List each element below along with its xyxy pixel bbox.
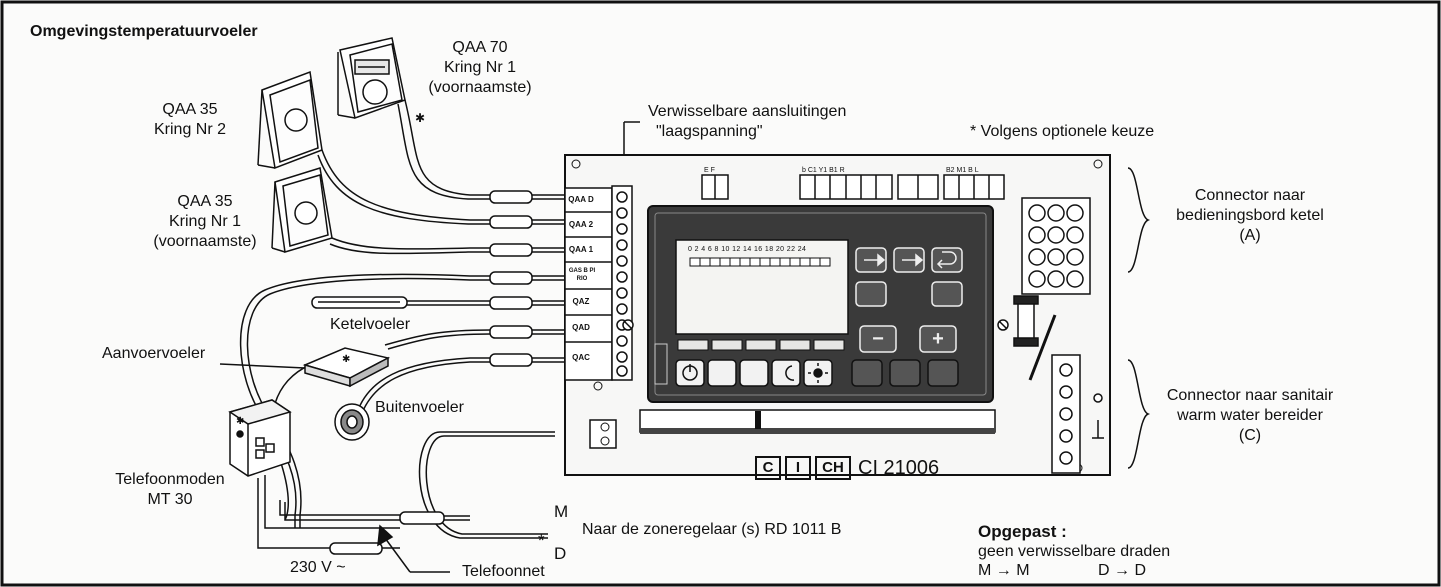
telephone-modem-line1: Telefoonmoden	[115, 471, 225, 488]
aanvoervoeler-label: Aanvoervoeler	[102, 345, 206, 362]
telefoonnet-label: Telefoonnet	[462, 563, 545, 580]
svg-text:✱: ✱	[342, 354, 350, 365]
telephone-modem-box: ✱	[228, 399, 292, 477]
aanvoervoeler-box: ✱	[302, 347, 391, 388]
ketelvoeler-label: Ketelvoeler	[330, 316, 411, 333]
qaa35-kring2-label: QAA 35 Kring Nr 2	[140, 100, 240, 140]
connector-c-line3: (C)	[1238, 427, 1262, 444]
qaa70-sensor-drawing	[337, 37, 406, 119]
buitenvoeler-label: Buitenvoeler	[375, 399, 464, 416]
brand-box-outline	[755, 456, 851, 480]
connector-a-line3: (A)	[1239, 227, 1261, 244]
qaa70-asterisk: ✱	[415, 111, 425, 125]
qaa70-circuit: Kring Nr 1	[443, 59, 517, 76]
minus-button[interactable]: −	[872, 328, 884, 350]
connector-c-label: Connector naar sanitair warm water berei…	[1130, 386, 1370, 446]
qaa35-kring1-label: QAA 35 Kring Nr 1 (voornaamste)	[145, 192, 265, 252]
buitenvoeler-sensor	[334, 403, 370, 441]
terminal-qaa-d: QAA D	[568, 195, 594, 204]
terminal-qad: QAD	[572, 323, 590, 332]
qaa35-kring1-model: QAA 35	[177, 193, 233, 210]
qaa35-kring2-model: QAA 35	[162, 101, 218, 118]
warning-m: M → M	[978, 562, 1030, 579]
zone-description: Naar de zoneregelaar (s) RD 1011 B	[582, 521, 842, 538]
qaa70-label: QAA 70 Kring Nr 1 (voornaamste)	[420, 38, 540, 98]
terminal-qac: QAC	[572, 353, 590, 362]
warning-title: Opgepast :	[978, 522, 1067, 541]
connector-a-grid	[1021, 197, 1091, 295]
brand-box-ch: CH	[822, 459, 844, 476]
qaa35-kring1-circuit: Kring Nr 1	[168, 213, 242, 230]
terminal-qaa-2: QAA 2	[568, 220, 594, 229]
qaa35-kring2-circuit: Kring Nr 2	[153, 121, 227, 138]
verwisselbare-line2: "laagspanning"	[656, 123, 763, 140]
display-window	[675, 239, 849, 335]
cable-plugs	[329, 190, 533, 555]
brand-box-c: C	[762, 459, 774, 476]
svg-text:✱: ✱	[236, 416, 244, 427]
connector-c-line1: Connector naar sanitair	[1166, 387, 1334, 404]
connector-c-block	[1051, 354, 1104, 474]
optional-note: * Volgens optionele keuze	[970, 123, 1155, 140]
terminal-qaa-1: QAA 1	[568, 245, 594, 254]
verwisselbare-line1: Verwisselbare aansluitingen	[648, 103, 847, 120]
terminal-gas: GAS B PI RIO	[568, 268, 596, 282]
verwisselbare-label: Verwisselbare aansluitingen "laagspannin…	[648, 102, 846, 142]
connector-a-line2: bedieningsbord ketel	[1176, 207, 1324, 224]
power-label: 230 V ~	[290, 559, 346, 576]
top-connectors: E F b C1 Y1 B1 R B2 M1 B L	[701, 167, 1005, 200]
brand-box-i: I	[795, 459, 801, 476]
connector-a-label: Connector naar bedieningsbord ketel (A)	[1150, 186, 1350, 246]
controller-model: CI 21006	[858, 457, 940, 479]
svg-text:E F: E F	[704, 167, 715, 174]
terminal-leads	[444, 194, 565, 521]
connector-a-line1: Connector naar	[1194, 187, 1306, 204]
qaa35-kring2-drawing	[257, 70, 323, 170]
aanvoervoeler-leader	[219, 363, 306, 369]
connector-c-line2: warm water bereider	[1177, 407, 1323, 424]
svg-text:B2 M1 B L: B2 M1 B L	[946, 167, 979, 174]
telephone-modem-line2: MT 30	[147, 491, 193, 508]
svg-text:b C1 Y1 B1 R: b C1 Y1 B1 R	[802, 167, 845, 174]
terminal-qaz: QAZ	[572, 297, 590, 306]
connector-brackets	[1127, 167, 1150, 469]
diagram-title: Omgevingstemperatuurvoeler	[30, 23, 258, 40]
sensor-cables	[239, 99, 555, 549]
warning-text: geen verwisselbare draden	[978, 543, 1171, 560]
qaa70-note: (voornaamste)	[428, 79, 532, 96]
zone-m-label: M	[554, 502, 569, 521]
telephone-modem-label: Telefoonmoden MT 30	[105, 470, 235, 510]
plus-button[interactable]: +	[932, 328, 944, 350]
warning-d: D → D	[1098, 562, 1146, 579]
qaa70-model: QAA 70	[452, 39, 508, 56]
mode-buttons	[675, 359, 959, 387]
qaa35-kring1-drawing	[271, 167, 333, 253]
display-scale: 0 2 4 6 8 10 12 14 16 18 20 22 24	[688, 246, 807, 253]
telefoonnet-arrow	[377, 524, 450, 573]
terminal-block	[564, 185, 633, 381]
qaa35-kring1-note: (voornaamste)	[153, 233, 257, 250]
ketelvoeler-probe	[311, 296, 408, 309]
zone-star: *	[538, 531, 545, 550]
zone-d-label: D	[554, 544, 567, 563]
